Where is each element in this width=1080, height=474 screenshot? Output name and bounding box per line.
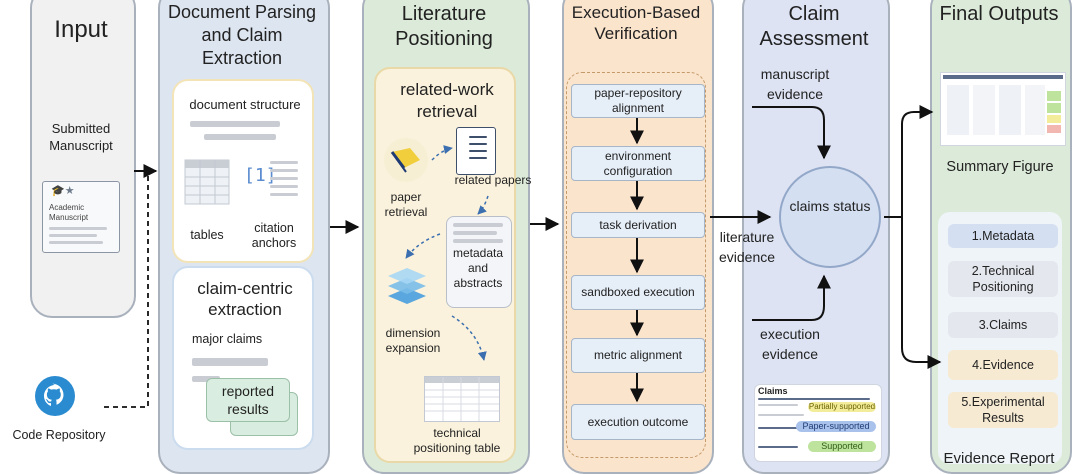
citation-anchors-label: citation anchors bbox=[251, 221, 297, 250]
table-icon bbox=[184, 159, 230, 205]
citation-line bbox=[270, 193, 298, 196]
related-papers-icon bbox=[456, 127, 496, 175]
positioning-table-grid bbox=[425, 377, 499, 421]
verification-dashed-box bbox=[566, 72, 706, 458]
badge-partially-supported: Partially supported bbox=[808, 402, 876, 412]
code-repository-label: Code Repository bbox=[12, 428, 106, 442]
step-execution-outcome: execution outcome bbox=[571, 404, 705, 440]
metadata-line bbox=[453, 231, 497, 235]
metadata-card bbox=[446, 216, 512, 308]
table-grid-shape bbox=[184, 159, 230, 205]
citation-icon: [1] bbox=[244, 165, 277, 186]
claims-panel-line bbox=[758, 446, 798, 448]
technical-positioning-table-label: technical positioning table bbox=[413, 426, 501, 455]
arrow-metadata-to-layers bbox=[405, 233, 441, 259]
arrow-execution-evidence bbox=[752, 274, 831, 321]
metadata-line bbox=[453, 239, 503, 243]
badge-paper-supported: Paper-supported bbox=[796, 421, 876, 432]
layers-icon bbox=[384, 262, 430, 310]
citation-line bbox=[270, 177, 298, 180]
github-cat-shape bbox=[44, 383, 64, 406]
github-icon bbox=[35, 376, 75, 416]
arrow-manuscript-evidence bbox=[752, 106, 831, 160]
output-item-technical-positioning: 2.Technical Positioning bbox=[948, 261, 1058, 297]
tables-label: tables bbox=[190, 228, 224, 242]
dimension-expansion-label: dimension expansion bbox=[385, 326, 441, 355]
step-metric-alignment: metric alignment bbox=[571, 338, 705, 373]
claim-line bbox=[192, 358, 268, 366]
manuscript-evidence-label: manuscript evidence bbox=[760, 66, 830, 102]
manuscript-icon: 🎓★ Academic Manuscript bbox=[42, 181, 120, 253]
metadata-abstracts-label: metadata and abstracts bbox=[452, 246, 504, 290]
claims-panel-title: Claims bbox=[758, 386, 788, 396]
claims-status-label: claims status bbox=[789, 198, 871, 214]
reported-results-label: reported results bbox=[221, 383, 275, 417]
parsing-title: Document Parsing and Claim Extraction bbox=[167, 2, 317, 68]
yellow-folder-shape bbox=[390, 148, 420, 173]
submitted-manuscript-label: Submitted Manuscript bbox=[49, 121, 113, 153]
paper-line bbox=[469, 136, 487, 138]
step-environment-configuration: environment configuration bbox=[571, 146, 705, 181]
summary-figure-label: Summary Figure bbox=[946, 159, 1054, 175]
citation-line bbox=[270, 161, 298, 164]
claims-panel-line bbox=[758, 427, 798, 429]
claim-line bbox=[192, 376, 220, 382]
paper-line bbox=[469, 150, 487, 152]
arrow-to-summary-figure bbox=[901, 105, 934, 217]
arrow-to-evidence-report bbox=[901, 217, 942, 369]
document-structure-label: document structure bbox=[189, 97, 301, 112]
metadata-line bbox=[453, 223, 503, 227]
summary-figure-thumbnail bbox=[940, 72, 1066, 146]
paper-line bbox=[469, 143, 487, 145]
step-sandboxed-execution: sandboxed execution bbox=[571, 275, 705, 310]
output-item-claims: 3.Claims bbox=[948, 312, 1058, 338]
paper-retrieval-icon bbox=[384, 138, 428, 182]
summary-figure-preview bbox=[943, 75, 1063, 135]
output-item-metadata: 1.Metadata bbox=[948, 224, 1058, 248]
manuscript-icon-text-2: Manuscript bbox=[49, 213, 89, 222]
outputs-title: Final Outputs bbox=[939, 3, 1059, 25]
graduation-cap-icon: 🎓★ bbox=[51, 185, 75, 197]
reported-results-card bbox=[206, 378, 290, 422]
execution-evidence-label: execution evidence bbox=[760, 326, 820, 362]
manuscript-icon-text-1: Academic bbox=[49, 203, 85, 212]
claims-panel-line bbox=[758, 404, 798, 406]
step-paper-repository-alignment: paper-repository alignment bbox=[571, 84, 705, 118]
verification-title: Execution-Based Verification bbox=[571, 3, 701, 43]
manuscript-line bbox=[49, 241, 103, 244]
manuscript-line bbox=[49, 234, 97, 237]
literature-title: Literature Positioning bbox=[395, 3, 493, 50]
step-task-derivation: task derivation bbox=[571, 212, 705, 238]
output-item-evidence: 4.Evidence bbox=[948, 350, 1058, 380]
input-column bbox=[30, 0, 136, 318]
arrow-papers-to-metadata bbox=[477, 195, 489, 215]
badge-supported: Supported bbox=[808, 441, 876, 452]
claim-centric-box: claim-centric extraction major claims re… bbox=[172, 266, 314, 450]
claims-status-circle bbox=[779, 166, 881, 268]
literature-evidence-label: literature evidence bbox=[718, 229, 776, 265]
document-structure-box: document structure [1] tables citation a… bbox=[172, 79, 314, 263]
arrow-code-repo-dashed bbox=[104, 171, 149, 408]
related-papers-label: related papers bbox=[454, 173, 532, 187]
claim-centric-label: claim-centric extraction bbox=[197, 279, 293, 319]
arrow-layers-to-table bbox=[451, 315, 487, 361]
claims-panel-line bbox=[758, 398, 870, 400]
citation-line bbox=[270, 169, 298, 172]
citation-line bbox=[270, 185, 298, 188]
input-title: Input bbox=[54, 16, 108, 43]
stacked-layers-shape bbox=[388, 268, 426, 304]
paper-line bbox=[469, 157, 487, 159]
manuscript-line bbox=[49, 227, 107, 230]
doc-line bbox=[204, 134, 276, 140]
doc-line bbox=[190, 121, 280, 127]
positioning-table-icon bbox=[424, 376, 500, 422]
connector-layer bbox=[104, 105, 942, 408]
claims-panel-line bbox=[758, 414, 804, 416]
major-claims-label: major claims bbox=[192, 332, 263, 346]
arrow-retrieval-to-papers bbox=[431, 145, 453, 161]
output-item-experimental-results: 5.Experimental Results bbox=[948, 392, 1058, 428]
assessment-title: Claim Assessment bbox=[759, 3, 869, 50]
paper-retrieval-label: paper retrieval bbox=[384, 190, 428, 219]
related-work-label: related-work retrieval bbox=[400, 80, 494, 121]
